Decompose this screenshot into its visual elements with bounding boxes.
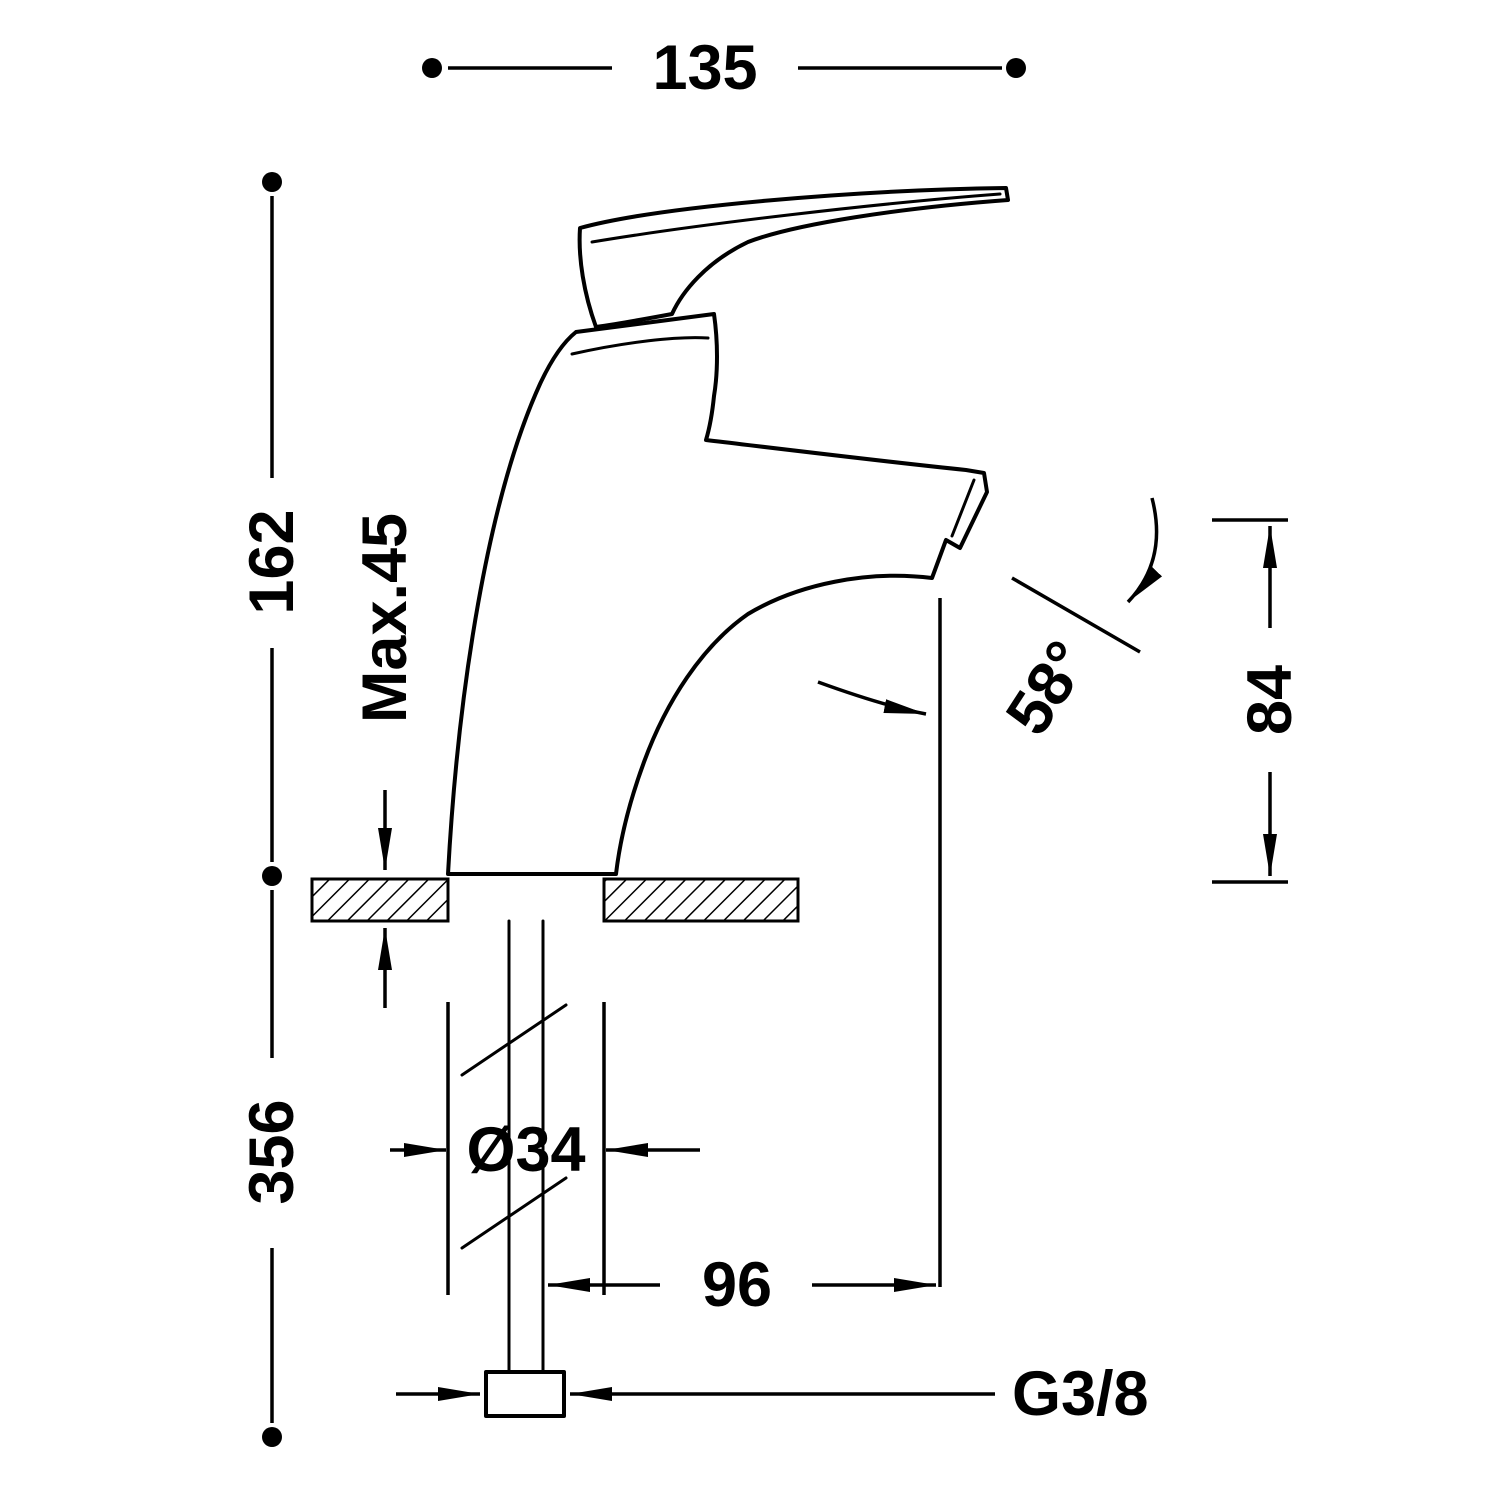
dim-height-above-deck: 162 — [237, 172, 307, 886]
dimension-dot — [422, 58, 442, 78]
deck-hatch-right — [602, 877, 800, 923]
angle-arrow-to-vertical — [817, 680, 927, 716]
angle-arrow-to-axis — [1126, 497, 1163, 604]
supply-fitting — [484, 1370, 566, 1418]
supply-pipe — [460, 919, 568, 1418]
deck-hatch-left — [310, 877, 450, 923]
faucet-handle-lever — [577, 186, 1010, 329]
dim-max-deck-thickness: Max.45 — [350, 513, 420, 1008]
dim-label-width-top: 135 — [652, 33, 757, 103]
dim-spout-height: 84 — [1212, 518, 1305, 884]
dimension-dot — [262, 1427, 282, 1447]
spout-axis-line — [1011, 576, 1141, 654]
dim-label-spout-reach: 96 — [702, 1250, 772, 1320]
faucet-outline — [446, 186, 1010, 876]
dim-supply-connection: G3/8 — [396, 1359, 1149, 1429]
dimension-dot — [262, 866, 282, 886]
dim-label-spout-height: 84 — [1235, 665, 1305, 735]
dim-label-height-above-deck: 162 — [237, 509, 307, 614]
dimension-dot — [1006, 58, 1026, 78]
spout-tip-line — [950, 478, 976, 538]
dim-label-spout-angle: 58° — [993, 629, 1104, 747]
dim-width-top: 135 — [422, 33, 1026, 103]
dim-label-base-diameter: Ø34 — [466, 1115, 585, 1185]
faucet-body-and-spout — [446, 312, 989, 876]
handle-edge-line — [590, 192, 1002, 244]
cartridge-collar-line — [570, 336, 710, 356]
dim-label-supply-connection: G3/8 — [1012, 1359, 1149, 1429]
deck-surface — [310, 877, 800, 923]
dim-length-below-deck: 356 — [237, 890, 307, 1447]
dim-label-length-below-deck: 356 — [237, 1099, 307, 1204]
pipe-break-mark-upper — [460, 1003, 568, 1077]
dim-base-diameter: Ø34 — [390, 1002, 700, 1295]
dimension-dot — [262, 172, 282, 192]
pipe-break-mark-lower — [460, 1176, 568, 1250]
dim-label-max-deck-thickness: Max.45 — [350, 513, 420, 723]
dim-spout-reach: 96 — [548, 598, 942, 1320]
